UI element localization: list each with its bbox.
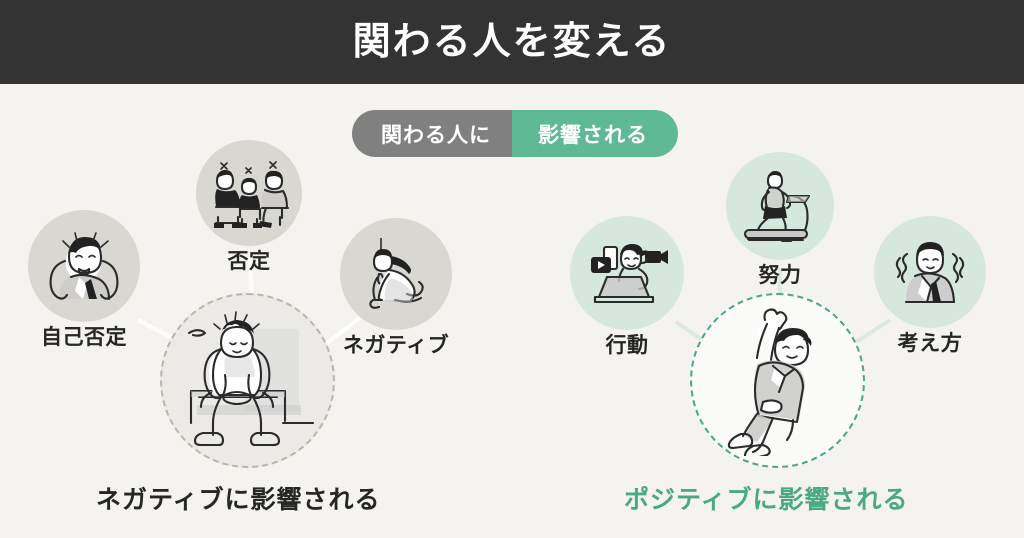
crying-woman-icon [369,238,424,309]
negative-caption: ネガティブに影響される [96,486,381,514]
positive-hub-circle [690,293,865,468]
header-bar: 関わる人を変える [0,0,1024,84]
node-negative-circle [340,218,452,330]
node-action[interactable]: 行動 [570,216,684,357]
node-negative[interactable]: ネガティブ [340,218,452,357]
thinking-man-icon [895,242,965,304]
node-self-denial-label: 自己否定 [41,326,127,349]
node-self-denial[interactable]: 自己否定 [28,210,140,349]
badge-left-segment: 関わる人に [352,110,512,157]
stressed-man-icon [49,232,119,301]
video-camera-laptop-icon [591,244,668,304]
node-effort-circle [726,152,834,260]
status-badge: 関わる人に 影響される [352,110,678,157]
node-denial-label: 否定 [227,250,271,273]
node-denial[interactable]: 否定 [196,140,302,273]
positive-caption: ポジティブに影響される [624,486,909,514]
depressed-person-illustration [187,310,314,446]
celebrating-man-illustration [727,307,811,456]
node-mindset-circle [874,216,986,328]
node-negative-label: ネガティブ [342,334,450,357]
seated-group-icon [214,161,290,228]
node-effort-label: 努力 [758,264,802,287]
page-title: 関わる人を変える [352,21,672,63]
node-mindset[interactable]: 考え方 [874,216,986,355]
node-action-circle [570,216,684,330]
node-mindset-label: 考え方 [897,332,963,355]
node-denial-circle [196,140,302,246]
badge-right-segment: 影響される [512,110,678,157]
node-action-label: 行動 [605,334,649,357]
node-self-denial-circle [28,210,140,322]
treadmill-runner-icon [743,171,811,243]
negative-hub-circle [160,293,335,468]
node-effort[interactable]: 努力 [726,152,834,287]
